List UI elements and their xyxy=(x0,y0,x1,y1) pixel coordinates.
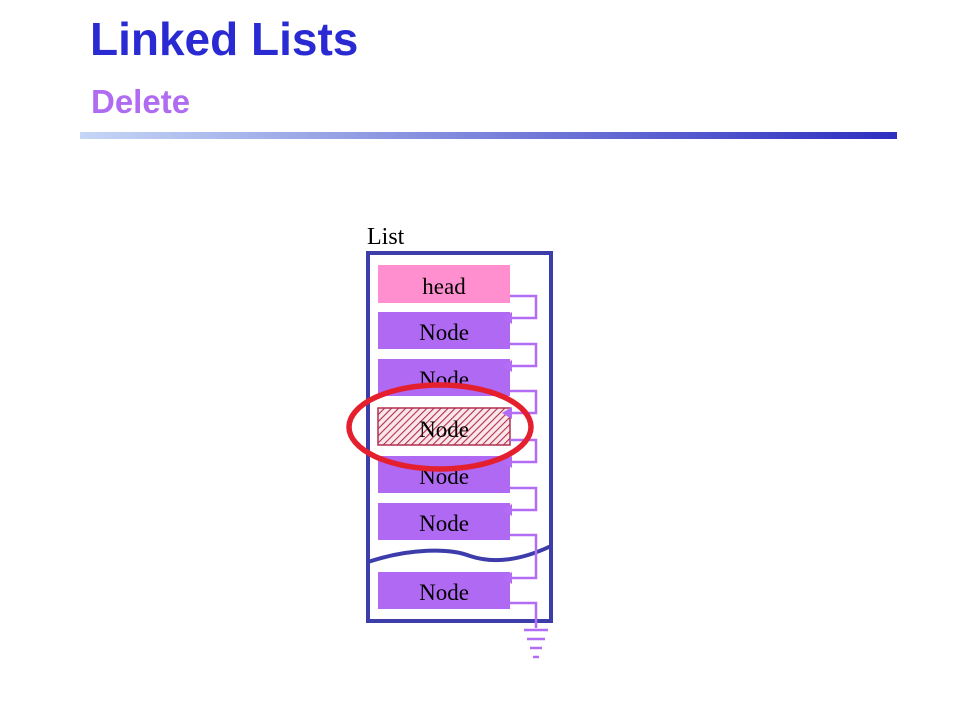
terminal-pointer-line xyxy=(510,601,538,628)
red-ellipse-highlight-icon xyxy=(346,382,534,472)
arrowhead-icon xyxy=(502,456,512,468)
arrowhead-icon xyxy=(502,572,512,584)
node-box xyxy=(378,312,510,349)
arrowheads xyxy=(502,312,512,584)
node-label: Node xyxy=(419,320,469,345)
arrowhead-icon xyxy=(502,360,512,372)
node-box xyxy=(378,572,510,609)
deleted-node-box xyxy=(377,407,511,446)
slide-title: Linked Lists xyxy=(90,13,359,65)
list-container xyxy=(366,251,553,623)
next-arrow-icon xyxy=(510,342,538,368)
slide-subtitle: Delete xyxy=(91,83,191,120)
next-arrow-icon xyxy=(510,438,538,464)
wavy-break-icon xyxy=(367,544,552,564)
arrowhead-icon xyxy=(502,407,512,419)
head-box xyxy=(378,265,510,303)
head-label: head xyxy=(422,274,466,299)
next-arrow-icon xyxy=(510,533,538,580)
null-ground-icon xyxy=(524,628,548,659)
next-pointer-arrows xyxy=(510,294,538,628)
arrowhead-icon xyxy=(502,312,512,324)
deleted-node-label: Node xyxy=(419,417,469,442)
next-arrow-icon xyxy=(510,294,538,320)
node-box xyxy=(378,503,510,540)
list-label: List xyxy=(367,224,405,250)
title-underline-rule xyxy=(80,132,897,139)
next-arrow-icon xyxy=(510,486,538,512)
node-list: Node Node Node Node Node Node xyxy=(377,312,511,609)
arrowhead-icon xyxy=(502,504,512,516)
node-label: Node xyxy=(419,580,469,605)
node-label: Node xyxy=(419,511,469,536)
